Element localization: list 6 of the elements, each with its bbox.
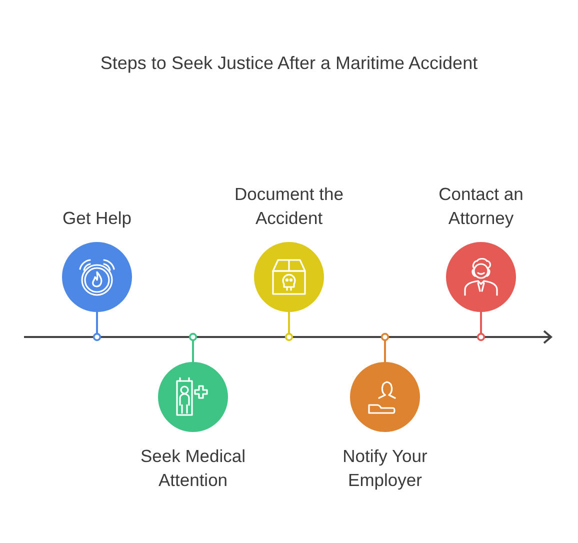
title: Steps to Seek Justice After a Maritime Accident [100, 52, 478, 75]
step-label: Contact an Attorney [438, 183, 524, 230]
step-label: Notify Your Employer [342, 445, 428, 492]
step-label: Document the Accident [234, 183, 344, 230]
step-label: Get Help [61, 207, 133, 230]
step-label: Seek Medical Attention [139, 445, 247, 492]
